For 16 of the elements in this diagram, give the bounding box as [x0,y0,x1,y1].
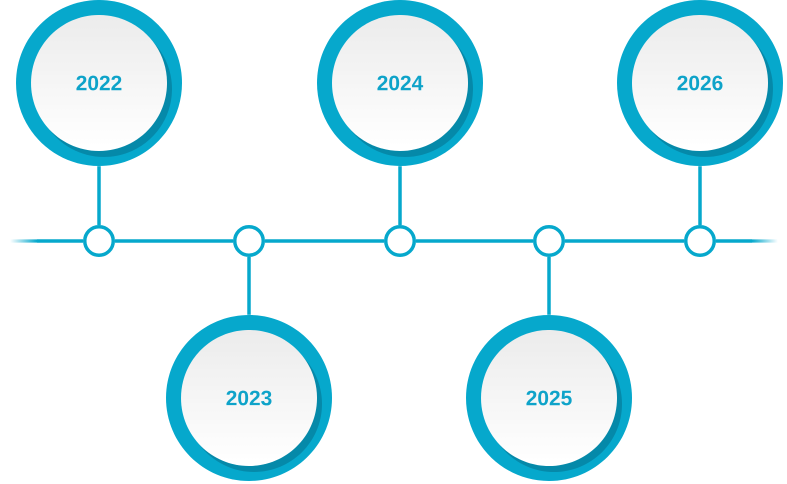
connector-line [698,166,702,225]
connector-line [97,166,101,225]
timeline-line [716,239,752,243]
timeline-line [115,239,233,243]
timeline-line [565,239,684,243]
timeline-marker [233,225,265,257]
timeline-marker [384,225,416,257]
timeline-line [37,239,83,243]
timeline-marker [533,225,565,257]
connector-line [547,257,551,315]
timeline-line [265,239,384,243]
timeline-line [416,239,533,243]
connector-line [398,166,402,225]
timeline-marker [83,225,115,257]
connector-line [247,257,251,315]
timeline-marker [684,225,716,257]
